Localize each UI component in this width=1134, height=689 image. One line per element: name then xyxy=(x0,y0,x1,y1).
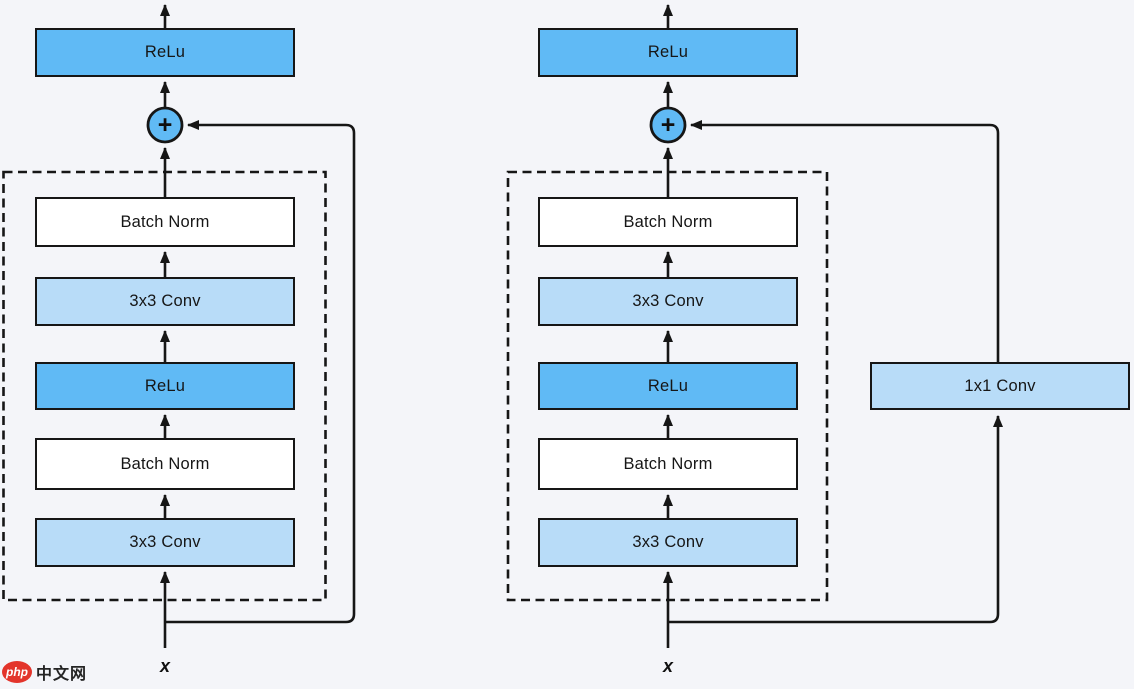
right-conv1-box: 3x3 Conv xyxy=(538,277,798,326)
left-skip-connection xyxy=(165,120,356,624)
right-input-label: x xyxy=(662,656,673,676)
right-skip-upper-segment xyxy=(690,120,1000,362)
right-conv2-box: 3x3 Conv xyxy=(538,518,798,567)
left-add-symbol: + xyxy=(157,110,173,139)
right-relu-mid-box: ReLu xyxy=(538,362,798,410)
watermark: php 中文网 xyxy=(2,660,87,684)
left-input-label: x xyxy=(159,656,170,676)
left-conv1-box: 3x3 Conv xyxy=(35,277,295,326)
right-batchnorm2-box: Batch Norm xyxy=(538,438,798,490)
watermark-text: 中文网 xyxy=(36,666,88,683)
right-output-relu-box: ReLu xyxy=(538,28,798,77)
left-block-wires xyxy=(2,4,356,648)
right-batchnorm1-box: Batch Norm xyxy=(538,197,798,247)
right-shortcut-conv-box: 1x1 Conv xyxy=(870,362,1130,410)
left-conv2-box: 3x3 Conv xyxy=(35,518,295,567)
right-skip-lower-segment xyxy=(668,415,1003,624)
left-output-relu-box: ReLu xyxy=(35,28,295,77)
php-logo-icon: php xyxy=(2,661,32,683)
left-batchnorm2-box: Batch Norm xyxy=(35,438,295,490)
left-batchnorm1-box: Batch Norm xyxy=(35,197,295,247)
left-relu-mid-box: ReLu xyxy=(35,362,295,410)
right-add-circle xyxy=(649,106,687,144)
right-add-symbol: + xyxy=(660,110,676,139)
left-add-circle xyxy=(146,106,184,144)
right-block-wires xyxy=(506,4,1003,648)
